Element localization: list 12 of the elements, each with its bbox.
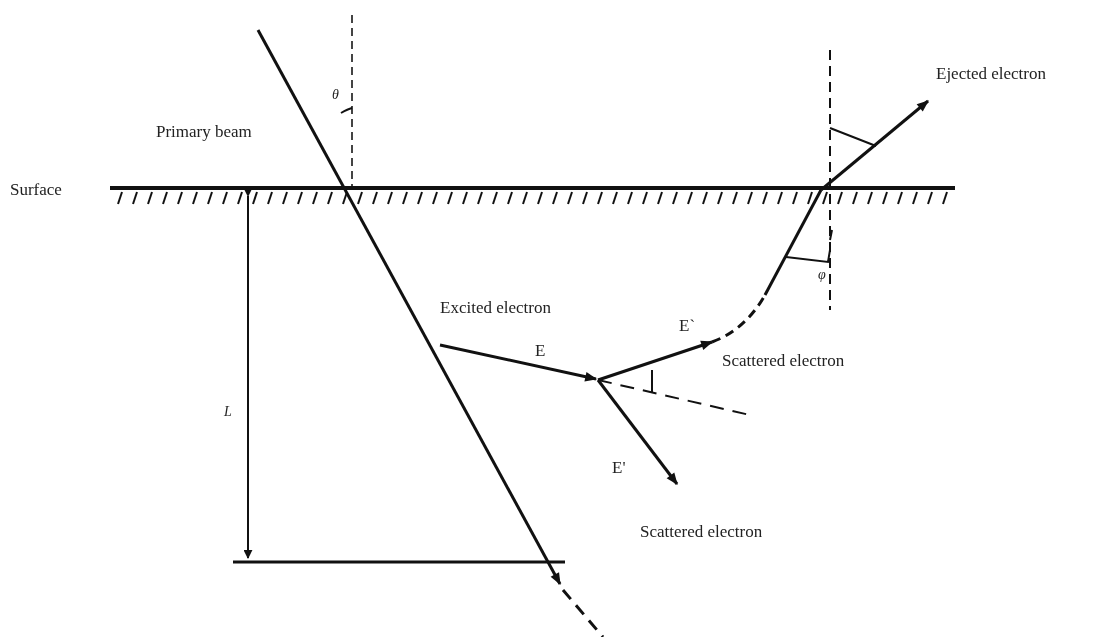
ejected-label: Ejected electron [936, 65, 1046, 82]
energy-label: E` [679, 317, 696, 334]
energy-label: E [535, 342, 546, 359]
theta-label: θ [332, 88, 339, 102]
energy-label: E' [612, 459, 626, 476]
phi-label: φ [818, 268, 826, 282]
scattered-label: Scattered electron [722, 352, 845, 369]
depth-label: L [224, 405, 232, 419]
scattered-label: Scattered electron [640, 523, 763, 540]
surface-label: Surface [10, 181, 62, 198]
excited-label: Excited electron [440, 299, 551, 316]
beam-label: Primary beam [156, 123, 252, 140]
